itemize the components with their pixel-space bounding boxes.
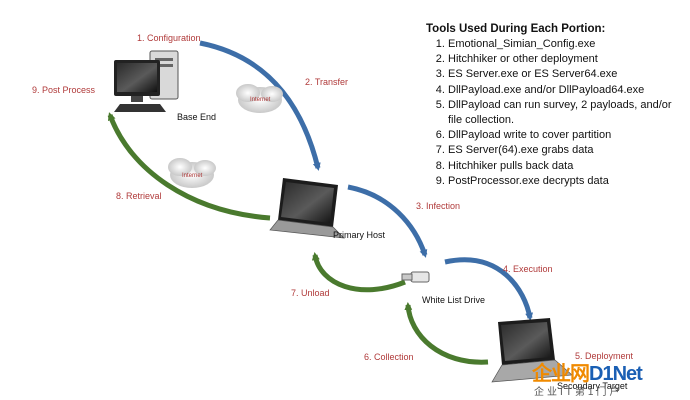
tool-item: DllPayload write to cover partition (448, 128, 688, 143)
tool-item: DllPayload can run survey, 2 payloads, a… (448, 98, 688, 128)
step-deployment: 5. Deployment (575, 351, 634, 361)
step-configuration: 1. Configuration (137, 33, 201, 43)
arrow-infection (347, 184, 428, 258)
arrow-retrieval (107, 112, 271, 221)
cloud-label: Internet (250, 97, 271, 103)
tools-title: Tools Used During Each Portion: (426, 23, 606, 35)
tool-item: ES Server(64).exe grabs data (448, 143, 688, 158)
arrow-collection (404, 302, 489, 365)
step-transfer: 2. Transfer (305, 77, 349, 87)
watermark-brand: 企业网D1Net (532, 363, 643, 385)
tool-item: Emotional_Simian_Config.exe (448, 37, 688, 52)
watermark-subtitle: 企业IT第1门户 (534, 387, 623, 398)
internet-cloud-icon (168, 158, 216, 188)
arrow-execution (444, 257, 534, 321)
step-retrieval: 8. Retrieval (116, 191, 162, 201)
primary-host-laptop-icon (269, 178, 345, 239)
node-label-base-end: Base End (177, 112, 217, 122)
node-label-secondary-target: Secondary Target (557, 381, 628, 391)
tools-panel: Tools Used During Each Portion: Emotiona… (426, 23, 688, 189)
internet-cloud-icon (236, 84, 283, 113)
step-unload: 7. Unload (291, 288, 330, 298)
step-execution: 4. Execution (503, 264, 553, 274)
tool-item: DllPayload.exe and/or DllPayload64.exe (448, 83, 688, 98)
tools-list: Emotional_Simian_Config.exe Hitchhiker o… (426, 37, 688, 189)
node-label-white-list-drive: White List Drive (422, 295, 486, 305)
watermark-logo: 企业网D1Net 企业IT第1门户 (528, 357, 688, 399)
tool-item: PostProcessor.exe decrypts data (448, 174, 688, 189)
step-collection: 6. Collection (364, 352, 414, 362)
tool-item: Hitchhiker or other deployment (448, 52, 688, 67)
base-end-computer-icon (114, 50, 179, 112)
white-list-drive-icon (401, 271, 430, 283)
step-infection: 3. Infection (416, 201, 461, 211)
node-label-primary-host: Primary Host (333, 230, 386, 240)
secondary-target-laptop-icon (491, 318, 573, 383)
step-post-process: 9. Post Process (32, 85, 96, 95)
arrow-unload (311, 252, 406, 293)
cloud-label: Internet (182, 173, 203, 179)
arrow-transfer (199, 40, 321, 171)
tool-item: ES Server.exe or ES Server64.exe (448, 67, 688, 82)
tool-item: Hitchhiker pulls back data (448, 159, 688, 174)
